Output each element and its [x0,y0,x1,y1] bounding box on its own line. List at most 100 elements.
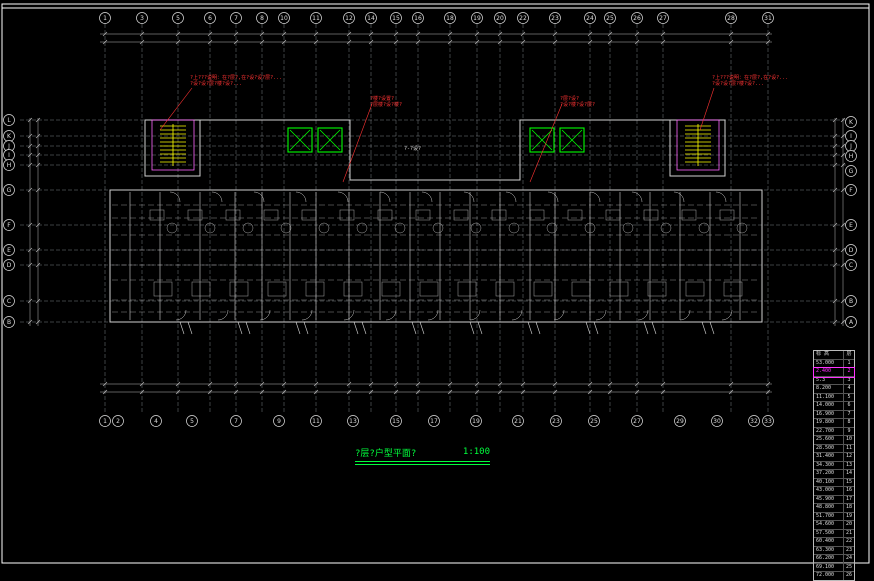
grid-bubble-top-19: 19 [471,12,483,24]
svg-text:23: 23 [552,418,560,425]
level-elevation: 8.200 [814,385,844,393]
level-floor-number: 25 [845,563,853,570]
svg-text:17: 17 [430,418,438,425]
grid-bubble-bottom-30: 30 [711,415,723,427]
svg-text:2: 2 [116,418,120,425]
level-floor-number: 14 [845,470,853,476]
svg-text:3: 3 [140,15,144,22]
grid-bubble-bottom-27: 27 [631,415,643,427]
grid-bubble-left-B: B [3,316,15,328]
svg-text:10: 10 [280,15,288,22]
grid-bubble-bottom-2: 2 [112,415,124,427]
level-table-header: 标 高 层 [814,351,854,360]
level-floor-number: 6 [847,402,851,408]
svg-text:1: 1 [103,15,107,22]
level-elevation: 72.000 [814,572,844,580]
note-center-right: ?层?设??设?楼?设?层? [560,96,596,108]
grid-bubble-right-J: J [845,140,857,152]
svg-text:H: H [7,162,12,169]
level-elevation: 43.000 [814,487,844,495]
level-elevation: 11.100 [814,393,844,401]
level-elevation: 22.700 [814,427,844,435]
grid-bubble-top-27: 27 [657,12,669,24]
dimension-lines [27,31,846,395]
drawing-border [1,3,870,564]
drawing-scale: 1:100 [462,447,490,457]
svg-text:H: H [849,153,854,160]
level-elevation: 51.700 [814,512,844,520]
grid-bubble-top-23: 23 [549,12,561,24]
level-floor-number: 7 [847,410,851,417]
level-floor-number: 9 [847,427,851,434]
svg-text:5: 5 [176,15,180,22]
svg-text:12: 12 [345,15,353,22]
level-elevation: 60.400 [814,538,844,546]
grid-bubble-top-15: 15 [390,12,402,24]
note-center-left: ?楼?设置??层楼?设?楼? [370,96,403,108]
grid-bubble-top-5: 5 [172,12,184,24]
grid-bubble-bottom-7: 7 [230,415,242,427]
level-elevation: 54.600 [814,521,844,529]
svg-text:F: F [849,187,853,194]
grid-bubble-top-7: 7 [230,12,242,24]
svg-text:4: 4 [154,418,158,425]
svg-text:15: 15 [392,418,400,425]
grid-bubble-bottom-21: 21 [512,415,524,427]
level-floor-number: 18 [845,504,853,510]
level-elevation: 31.400 [814,453,844,461]
svg-text:E: E [849,222,853,229]
svg-text:24: 24 [586,15,594,22]
grid-bubble-top-6: 6 [204,12,216,24]
grid-bubble-left-G: G [3,184,15,196]
grid-bubble-left-K: K [3,130,15,142]
svg-text:G: G [7,187,12,194]
svg-text:A: A [849,319,854,326]
grid-bubble-top-20: 20 [494,12,506,24]
svg-text:16: 16 [414,15,422,22]
svg-text:D: D [7,262,12,269]
level-floor-number: 24 [845,555,853,561]
grid-bubble-right-F: F [845,184,857,196]
note-left: ?上???说明：在?层?,在?设?设?层?...?设?设?层?楼?设?... [190,75,283,87]
level-floor-number: 11 [845,444,853,451]
level-elevation: 19.800 [814,419,844,427]
grid-bubble-right-A: A [845,316,857,328]
level-elevation: 69.100 [814,563,844,571]
svg-text:5: 5 [190,418,194,425]
level-floor-number: 17 [845,495,853,502]
grid-bubble-left-E: E [3,244,15,256]
grid-bubble-top-22: 22 [517,12,529,24]
grid-bubble-right-G: G [845,165,857,177]
grid-bubble-top-12: 12 [343,12,355,24]
level-elevation: 48.800 [814,504,844,512]
drawing-title-block: ?层?户型平面? 1:100 [355,443,490,462]
grid-bubble-top-18: 18 [444,12,456,24]
note-center: ?-?设? [404,146,422,152]
grid-bubble-right-H: H [845,150,857,162]
level-floor-number: 13 [845,461,853,468]
svg-text:F: F [7,222,11,229]
svg-text:7: 7 [234,15,238,22]
svg-text:9: 9 [277,418,281,425]
level-elevation: 37.200 [814,470,844,478]
svg-text:25: 25 [606,15,614,22]
svg-text:25: 25 [590,418,598,425]
plan-outline [109,189,763,323]
grid-bubble-bottom-9: 9 [273,415,285,427]
grid-bubble-right-I: I [845,130,857,142]
grid-bubble-right-K: K [845,116,857,128]
